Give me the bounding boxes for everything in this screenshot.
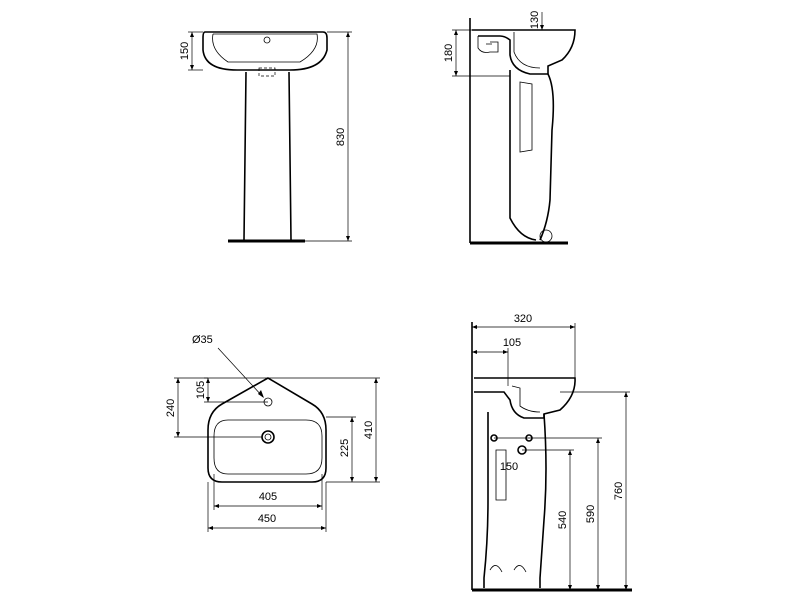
- pedestal-outline: [243, 71, 292, 241]
- pedestal-side-outline: [509, 70, 555, 241]
- pedestal-install-outline: [483, 412, 547, 588]
- dim-label-180: 180: [443, 44, 455, 62]
- dim-label-590: 590: [585, 505, 597, 523]
- dim-label-150-install: 150: [500, 461, 518, 473]
- waste-outlet-hidden: [258, 67, 276, 77]
- pedestal-foot-detail: [489, 565, 527, 573]
- bowl-inner-line: [513, 32, 541, 69]
- dim-label-150: 150: [179, 42, 191, 60]
- basin-outline: [202, 31, 328, 71]
- installation-view: 320 105 150 540 590 760: [471, 313, 632, 592]
- dim-label-tap-hole: Ø35: [192, 334, 213, 346]
- side-elevation-view: 130 180: [443, 11, 576, 245]
- basin-install-profile: [474, 377, 576, 419]
- basin-inner-line: [212, 33, 318, 63]
- dim-label-105-install: 105: [503, 337, 521, 349]
- dim-label-130: 130: [529, 11, 541, 29]
- dim-label-450: 450: [258, 513, 276, 525]
- basin-plan-inner: [213, 419, 323, 475]
- dim-label-830: 830: [335, 128, 347, 146]
- dim-label-410: 410: [363, 421, 375, 439]
- leader-tap-hole: [217, 347, 264, 398]
- pedestal-cutout: [519, 81, 533, 153]
- basin-side-profile: [472, 29, 576, 75]
- dim-label-760: 760: [613, 482, 625, 500]
- front-elevation-view: 150 830: [179, 31, 352, 243]
- dim-label-320: 320: [514, 313, 532, 325]
- dim-label-240: 240: [165, 399, 177, 417]
- plan-view: Ø35 105 240 225 410: [165, 334, 380, 532]
- dim-label-225: 225: [339, 439, 351, 457]
- pedestal-install-cutout: [495, 449, 507, 501]
- basin-plan-outline: [207, 377, 327, 483]
- waste-outlet-plan: [261, 430, 275, 444]
- trap-detail: [477, 36, 499, 53]
- tap-hole-mark: [263, 36, 271, 44]
- bowl-inner-install: [511, 385, 541, 413]
- dim-label-540: 540: [557, 511, 569, 529]
- dim-label-105-plan: 105: [195, 381, 207, 399]
- dim-label-405: 405: [259, 491, 277, 503]
